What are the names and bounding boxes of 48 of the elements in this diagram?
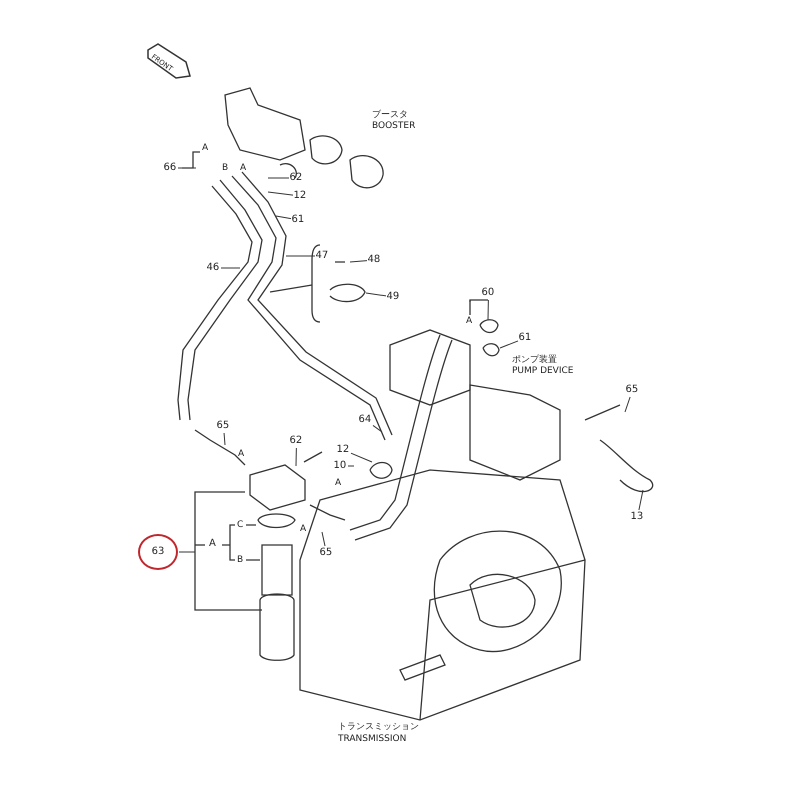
reference-letter: A bbox=[335, 478, 342, 489]
leader-line bbox=[224, 432, 226, 446]
reference-letter: A bbox=[466, 316, 472, 327]
reference-letter: B bbox=[222, 163, 228, 174]
leader-line bbox=[500, 340, 518, 348]
reference-letter: A bbox=[300, 524, 306, 535]
callout-number: 49 bbox=[386, 291, 400, 303]
reference-letter: C bbox=[237, 520, 244, 531]
reference-letter: A bbox=[238, 449, 244, 460]
part-name: ポンプ装置 bbox=[512, 355, 557, 366]
leader-line bbox=[372, 424, 382, 432]
callout-number: 10 bbox=[334, 460, 346, 472]
part-name: ブースタ bbox=[372, 110, 408, 121]
leader-line bbox=[366, 292, 386, 296]
leader-line bbox=[488, 300, 489, 320]
leader-line bbox=[624, 396, 631, 412]
part-name: PUMP DEVICE bbox=[512, 366, 574, 377]
callout-number: 47 bbox=[316, 250, 328, 262]
callout-number: 48 bbox=[368, 254, 380, 266]
reference-letter: A bbox=[240, 163, 246, 174]
callout-number: 65 bbox=[626, 384, 638, 396]
callout-number: 61 bbox=[292, 214, 304, 226]
leader-line bbox=[350, 452, 372, 462]
leader-line bbox=[322, 532, 326, 546]
leader-line bbox=[268, 192, 294, 196]
callout-number: 66 bbox=[164, 162, 176, 174]
part-name: TRANSMISSION bbox=[338, 734, 406, 745]
leader-line bbox=[638, 490, 644, 510]
part-name: BOOSTER bbox=[372, 121, 416, 132]
leader-line bbox=[296, 448, 297, 466]
callout-number: 13 bbox=[630, 511, 644, 523]
callout-number: 64 bbox=[358, 414, 372, 426]
callout-number: 61 bbox=[518, 332, 532, 344]
reference-letter: A bbox=[202, 143, 208, 154]
leader-line bbox=[350, 260, 368, 262]
callout-number: 65 bbox=[216, 420, 230, 432]
callout-number: 12 bbox=[336, 444, 350, 456]
callout-number: 60 bbox=[482, 287, 494, 299]
callout-number: 63 bbox=[138, 534, 178, 570]
part-name: トランスミッション bbox=[338, 722, 419, 733]
reference-letter: B bbox=[237, 555, 244, 566]
callout-number: 62 bbox=[290, 435, 302, 447]
leader-line bbox=[276, 216, 292, 220]
callout-number: 62 bbox=[290, 172, 302, 184]
reference-letter: A bbox=[209, 538, 216, 549]
callout-number: 12 bbox=[294, 190, 306, 202]
callout-number: 46 bbox=[206, 262, 220, 274]
callout-number: 65 bbox=[320, 547, 332, 559]
